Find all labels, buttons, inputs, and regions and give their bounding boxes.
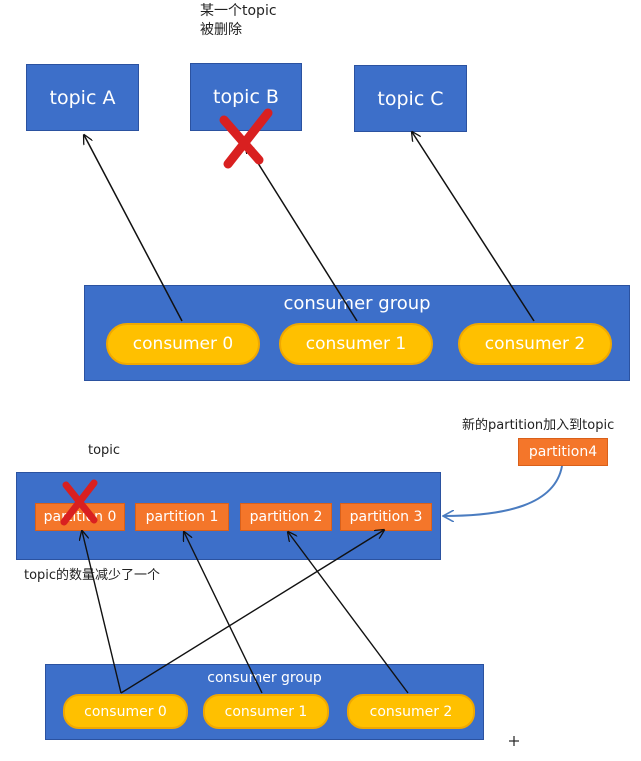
partition-1-box: partition 1 — [135, 503, 229, 531]
deleted-topic-note-line1: 某一个topic — [200, 3, 277, 19]
new-partition-note: 新的partition加入到topic — [462, 418, 615, 433]
bottom-consumer-2: consumer 2 — [347, 694, 475, 729]
bottom-topic-box: partition 0 partition 1 partition 2 part… — [16, 472, 441, 560]
top-consumer-2: consumer 2 — [458, 323, 612, 365]
topic-a-box: topic A — [26, 64, 139, 131]
new-partition-curve-arrow — [444, 465, 563, 516]
bottom-consumer-group: consumer group consumer 0 consumer 1 con… — [45, 664, 484, 740]
cursor-icon — [509, 736, 519, 746]
top-consumer-group: consumer group consumer 0 consumer 1 con… — [84, 285, 630, 381]
topic-c-box: topic C — [354, 65, 467, 132]
bottom-consumer-0: consumer 0 — [63, 694, 188, 729]
partition-2-box: partition 2 — [240, 503, 332, 531]
top-consumer-1: consumer 1 — [279, 323, 433, 365]
partition-3-box: partition 3 — [340, 503, 432, 531]
top-consumer-group-label: consumer group — [283, 293, 431, 314]
bottom-topic-label: topic — [88, 443, 121, 458]
bottom-consumer-1: consumer 1 — [203, 694, 329, 729]
topic-b-box: topic B — [190, 63, 302, 131]
partition-decrease-note: topic的数量减少了一个 — [24, 568, 161, 583]
partition-0-box: partition 0 — [35, 503, 125, 531]
deleted-topic-note-line2: 被删除 — [200, 22, 242, 38]
top-consumer-0: consumer 0 — [106, 323, 260, 365]
deleted-topic-note: 某一个topic 被删除 — [200, 2, 277, 40]
new-partition-box: partition4 — [518, 438, 608, 466]
bottom-consumer-group-label: consumer group — [207, 670, 322, 686]
